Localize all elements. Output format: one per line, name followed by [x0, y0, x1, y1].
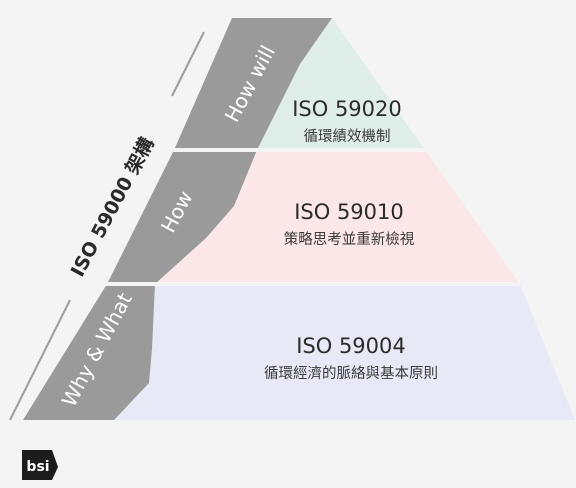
- tier-top-shape: [257, 18, 425, 150]
- tier-middle-subtitle: 策略思考並重新檢視: [284, 231, 415, 248]
- framework-axis-line: [171, 31, 205, 97]
- tier-middle-title: ISO 59010: [294, 200, 404, 224]
- band-how-will: [174, 18, 332, 150]
- tier-top-title: ISO 59020: [292, 97, 402, 121]
- band-why-what: [23, 284, 155, 420]
- tier-bottom-title: ISO 59004: [296, 334, 406, 358]
- framework-axis-line-lower: [9, 299, 71, 421]
- band-how: [107, 150, 257, 284]
- tier-middle-shape: [155, 150, 520, 284]
- tier-bottom-shape: [114, 284, 575, 420]
- tier-top-subtitle: 循環績效機制: [304, 128, 391, 145]
- tier-bottom-subtitle: 循環經濟的脈絡與基本原則: [264, 365, 438, 382]
- bsi-logo-text: bsi: [26, 459, 49, 475]
- bsi-logo: bsi: [22, 450, 58, 480]
